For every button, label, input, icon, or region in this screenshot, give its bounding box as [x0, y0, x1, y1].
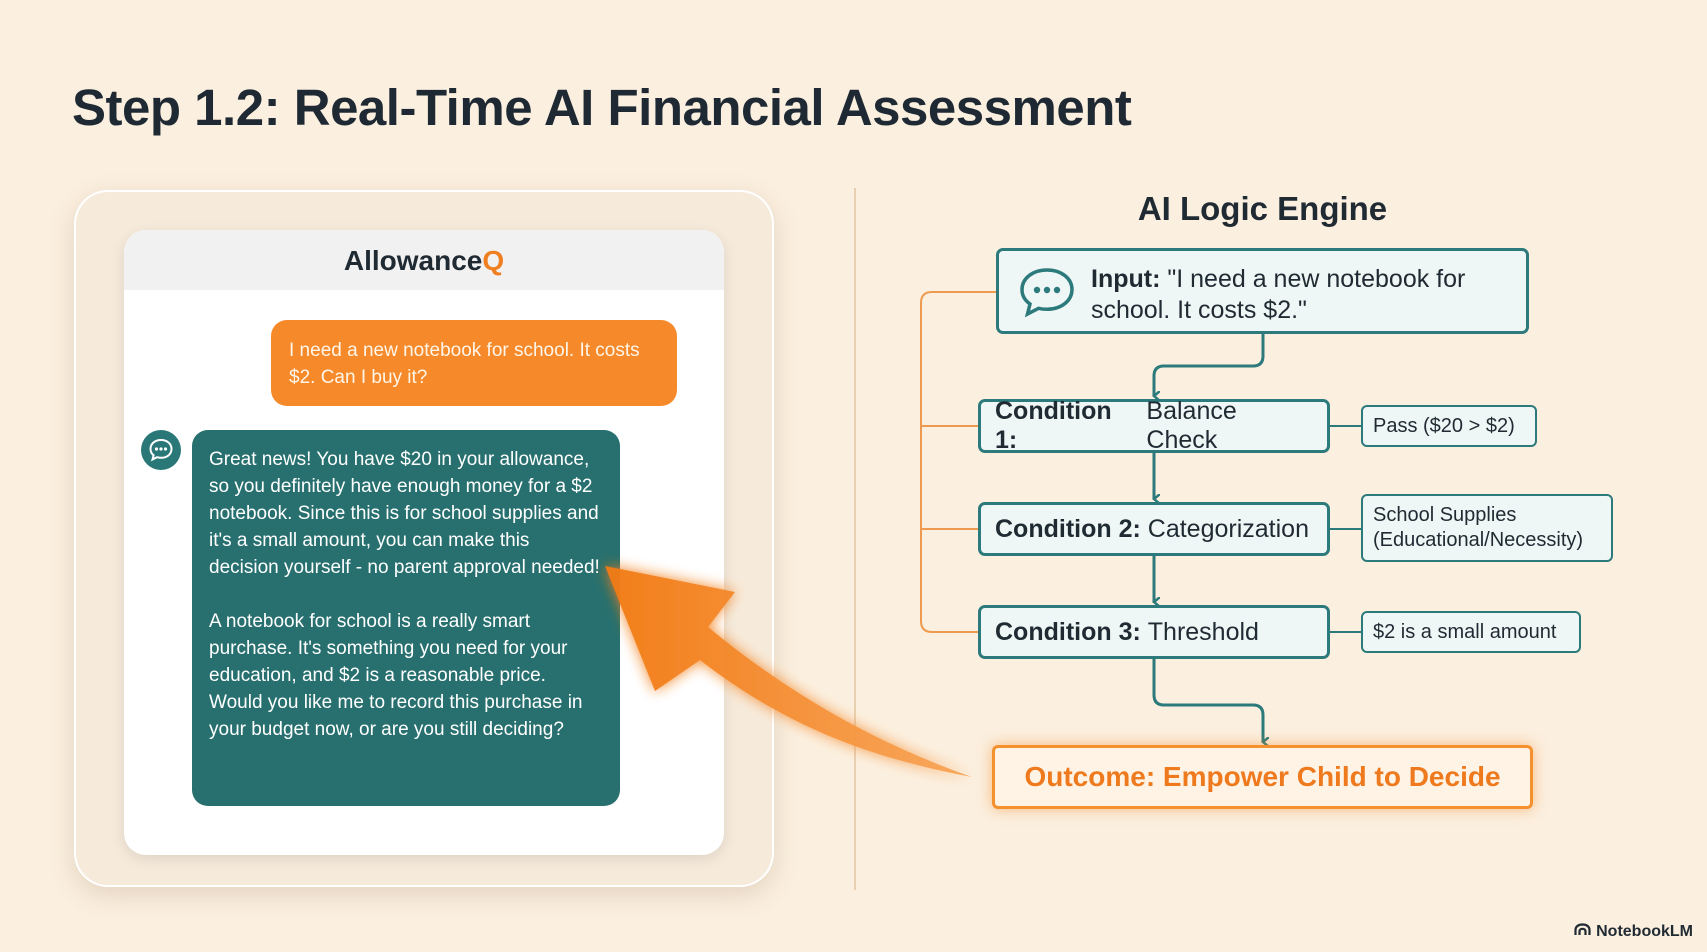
condition-2-result: School Supplies (Educational/Necessity) — [1361, 494, 1613, 562]
bracket-line — [920, 291, 996, 633]
condition-3-result-text: $2 is a small amount — [1373, 620, 1557, 643]
notebooklm-logo-icon — [1574, 923, 1591, 941]
divider — [854, 188, 856, 890]
input-label: Input: — [1091, 265, 1161, 293]
user-message: I need a new notebook for school. It cos… — [271, 320, 677, 406]
input-text: "I need a new notebook for school. It co… — [1091, 265, 1466, 324]
brand: NotebookLM — [1574, 923, 1693, 941]
condition-3-text: Threshold — [1147, 617, 1259, 646]
condition-1-text: Balance Check — [1146, 397, 1237, 454]
condition-2-result-line-1: School Supplies — [1373, 504, 1517, 526]
bot-message-paragraph-2: A notebook for school is a really smart … — [209, 611, 583, 740]
condition-2-text: Categorization — [1147, 514, 1309, 543]
speech-bubble-icon — [1017, 266, 1077, 328]
bot-message-paragraph-1: Great news! You have $20 in your allowan… — [209, 449, 600, 578]
condition-1-result-text: Pass ($20 > $2) — [1373, 414, 1515, 437]
condition-1-node: Condition 1: Balance Check — [978, 397, 1330, 454]
condition-1-label: Condition 1: — [995, 397, 1112, 454]
chat-bubble-icon — [141, 430, 181, 470]
flow-arrow-c3-outcome — [1152, 659, 1263, 742]
condition-3-node: Condition 3: Threshold — [978, 605, 1330, 659]
brand-name: NotebookLM — [1596, 923, 1693, 940]
condition-3-label: Condition 3: — [995, 617, 1141, 646]
page-title: Step 1.2: Real-Time AI Financial Assessm… — [72, 79, 1132, 136]
condition-1-result: Pass ($20 > $2) — [1361, 405, 1537, 447]
app-name-accent: Q — [482, 245, 505, 276]
condition-2-label: Condition 2: — [995, 514, 1141, 543]
bot-message: Great news! You have $20 in your allowan… — [192, 430, 620, 806]
input-node: Input: "I need a new notebook for school… — [996, 248, 1529, 334]
outcome-node: Outcome: Empower Child to Decide — [992, 745, 1533, 809]
flow-arrow-input-c1 — [1154, 334, 1265, 396]
condition-3-result: $2 is a small amount — [1361, 611, 1581, 653]
condition-2-result-line-2: (Educational/Necessity) — [1373, 529, 1584, 551]
app-name: Allowance — [343, 245, 483, 276]
engine-title: AI Logic Engine — [1137, 190, 1388, 227]
condition-2-node: Condition 2: Categorization — [978, 502, 1330, 556]
